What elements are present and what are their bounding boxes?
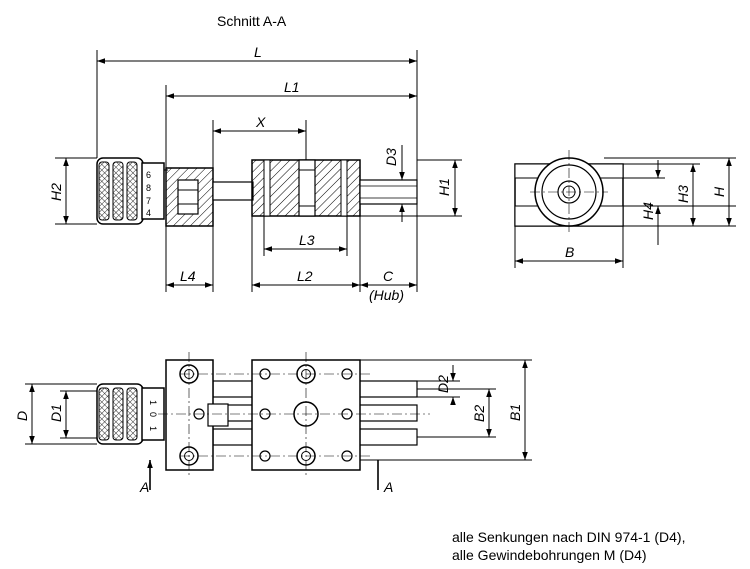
svg-text:1: 1 [148, 426, 158, 431]
top-scale: 1 0 1 [148, 400, 158, 431]
svg-text:(Hub): (Hub) [369, 287, 404, 303]
svg-text:H: H [711, 186, 727, 197]
svg-text:L1: L1 [284, 79, 300, 95]
top-view-dimension-labels: D D1 D2 B2 B1 [14, 375, 523, 422]
section-dimension-labels: L L1 X H2 H1 D3 L3 L4 L2 C (Hub) [48, 44, 452, 303]
svg-text:7: 7 [146, 196, 151, 206]
spindle [212, 181, 254, 201]
end-view [514, 150, 624, 234]
svg-text:0: 0 [148, 412, 158, 417]
section-marker-right: A [383, 479, 393, 495]
guide-rod [359, 179, 418, 205]
note-countersinks: alle Senkungen nach DIN 974-1 (D4), [452, 529, 686, 545]
svg-text:8: 8 [146, 183, 151, 193]
section-scale: 6 8 7 4 [146, 170, 151, 218]
end-view-dimension-labels: B H4 H3 H [565, 185, 727, 260]
svg-text:L3: L3 [299, 232, 315, 248]
section-cut-markers [147, 460, 379, 490]
section-marker-left: A [139, 479, 149, 495]
svg-text:H1: H1 [436, 178, 452, 196]
svg-text:L4: L4 [180, 268, 196, 284]
svg-text:X: X [255, 114, 266, 130]
svg-text:D2: D2 [435, 375, 451, 393]
svg-text:H3: H3 [675, 185, 691, 203]
svg-text:C: C [383, 268, 394, 284]
svg-text:D1: D1 [48, 404, 64, 422]
svg-text:H4: H4 [640, 202, 656, 220]
section-title: Schnitt A-A [217, 13, 287, 29]
svg-text:4: 4 [146, 208, 151, 218]
svg-text:L: L [254, 44, 262, 60]
svg-text:6: 6 [146, 170, 151, 180]
section-view [96, 157, 418, 227]
top-view-centerlines [158, 352, 430, 478]
svg-text:D: D [14, 411, 30, 421]
section-dimensions [55, 50, 462, 292]
svg-text:B2: B2 [471, 405, 487, 422]
note-threads: alle Gewindebohrungen M (D4) [452, 547, 647, 563]
svg-text:D3: D3 [383, 148, 399, 166]
svg-text:H2: H2 [48, 183, 64, 201]
top-view [96, 359, 418, 471]
end-view-dimensions [514, 157, 736, 268]
svg-text:B1: B1 [507, 404, 523, 421]
svg-text:L2: L2 [297, 268, 313, 284]
svg-text:1: 1 [148, 400, 158, 405]
svg-text:B: B [565, 244, 574, 260]
scale-ring [141, 162, 165, 220]
top-view-dimensions [25, 359, 532, 461]
